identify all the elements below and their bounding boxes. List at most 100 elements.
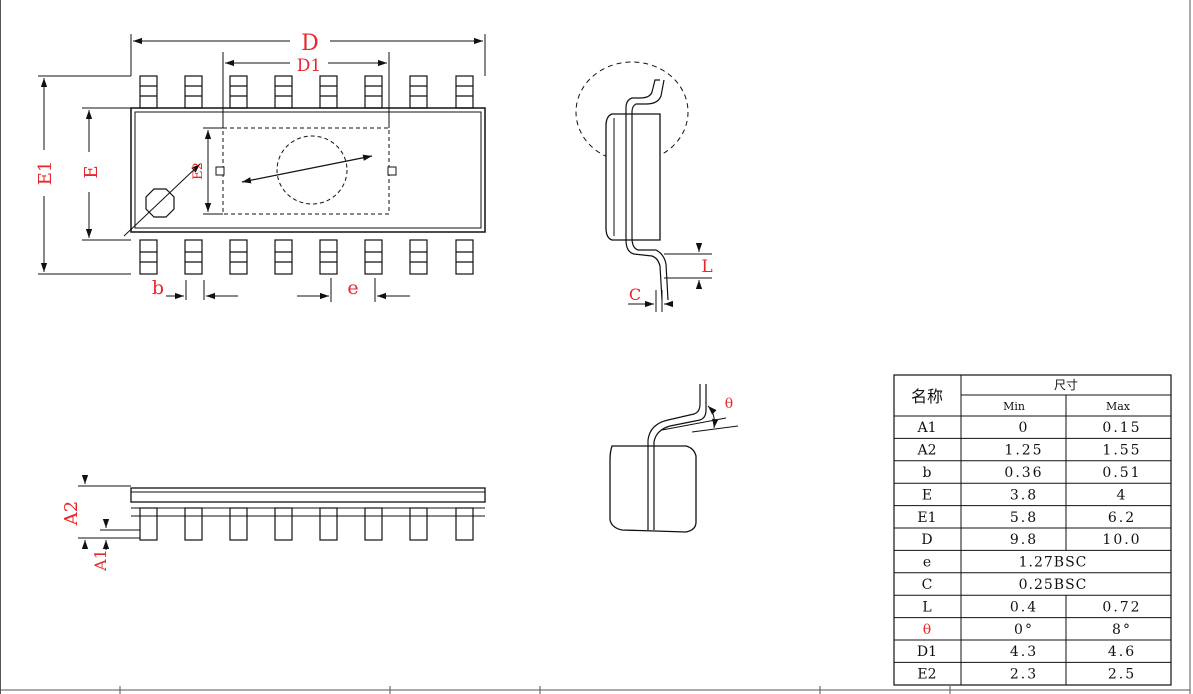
dimension-d1 [222,52,390,128]
table-cell-name: A2 [916,443,936,459]
table-cell-max: 4.6 [1108,644,1136,660]
table-cell-max: 8° [1112,622,1132,638]
upper-pin [139,75,158,109]
table-cell-max: 6.2 [1108,510,1136,526]
dimension-a2 [78,475,131,549]
upper-pin [409,75,428,109]
front-view: A2 A1 [61,475,486,572]
front-lead [455,507,474,541]
table-cell-min: 0.4 [1010,599,1038,615]
table-row: D 9.8 10.0 [894,528,1171,551]
front-lead [319,507,338,541]
label-d: D [301,31,319,56]
center-dashed-circle [276,135,348,205]
table-cell-name: E1 [917,510,936,526]
detail-body [609,445,697,533]
table-cell-name: E [922,487,932,503]
front-lead [229,507,248,541]
pad-notch-left [215,166,225,176]
label-b: b [152,277,164,299]
table-cell-name: L [922,599,931,615]
lower-pin [319,239,338,275]
top-view: D D1 E1 E E2 [35,31,486,302]
side-view: L C [575,61,713,312]
table-row: E2 2.3 2.5 [917,662,1136,685]
exposed-pad-outline [222,127,390,215]
front-lead [184,507,203,541]
lower-pin [184,239,203,275]
table-cell-max: 0.72 [1102,599,1141,615]
upper-pin [229,75,248,109]
center-diagonal-arrow [241,154,373,184]
front-lead [364,507,383,541]
dimension-a1 [100,519,140,550]
table-cell-span: 0.25BSC [1019,577,1088,593]
lower-pin [455,239,474,275]
label-e: E [81,165,102,178]
front-lead [139,507,158,541]
table-cell-min: 2.3 [1010,667,1038,683]
dimension-e [82,107,131,241]
table-cell-min: 3.8 [1010,487,1038,503]
upper-pin [184,75,203,109]
label-e2: E2 [191,162,206,180]
detail-view: θ [609,384,739,533]
front-lead-row [131,507,485,541]
table-cell-max: 0.51 [1102,465,1141,481]
table-cell-span: 1.27BSC [1019,555,1088,571]
label-e-pitch: e [347,277,358,299]
table-cell-max: 1.55 [1102,443,1141,459]
front-body [130,487,486,503]
table-cell-max: 2.5 [1108,667,1136,683]
table-cell-name: D [921,532,932,548]
package-body-outline [130,107,486,233]
table-cell-min: 0.36 [1004,465,1043,481]
lower-pin [274,239,293,275]
lower-pin [409,239,428,275]
table-col-min: Min [1003,400,1025,413]
table-row: L 0.4 0.72 [894,595,1171,619]
side-body [605,113,661,241]
upper-pin [274,75,293,109]
dimension-c [628,290,673,312]
table-header-name: 名称 [911,387,943,406]
label-theta: θ [725,396,733,412]
dimension-d [130,34,486,76]
table-cell-min: 9.8 [1010,532,1038,548]
table-cell-max: 10.0 [1102,532,1141,548]
pad-notch-right [387,166,397,176]
front-lead [409,507,428,541]
lower-pin [229,239,248,275]
table-row: b 0.36 0.51 [894,460,1171,484]
dimension-e1 [38,75,131,275]
upper-pin-row [139,75,474,109]
front-lead [274,507,293,541]
side-lead-outer [625,79,663,301]
table-cell-name: D1 [917,644,937,660]
lower-pin [364,239,383,275]
upper-pin [364,75,383,109]
pin1-mark-octagon [145,188,175,218]
upper-pin [455,75,474,109]
dimension-e-pitch [297,278,410,302]
label-e1: E1 [35,161,56,186]
table-cell-name: A1 [916,420,936,436]
package-body-inner [134,111,482,229]
lower-pin-row [139,239,474,275]
label-a1: A1 [91,549,110,572]
table-cell-min: 0 [1019,420,1030,436]
pin1-diagonal-arrow [123,163,201,237]
side-lead-inner [631,79,669,301]
label-d1: D1 [297,56,321,76]
table-cell-name: b [923,465,932,481]
table-cell-name: E2 [917,667,936,683]
